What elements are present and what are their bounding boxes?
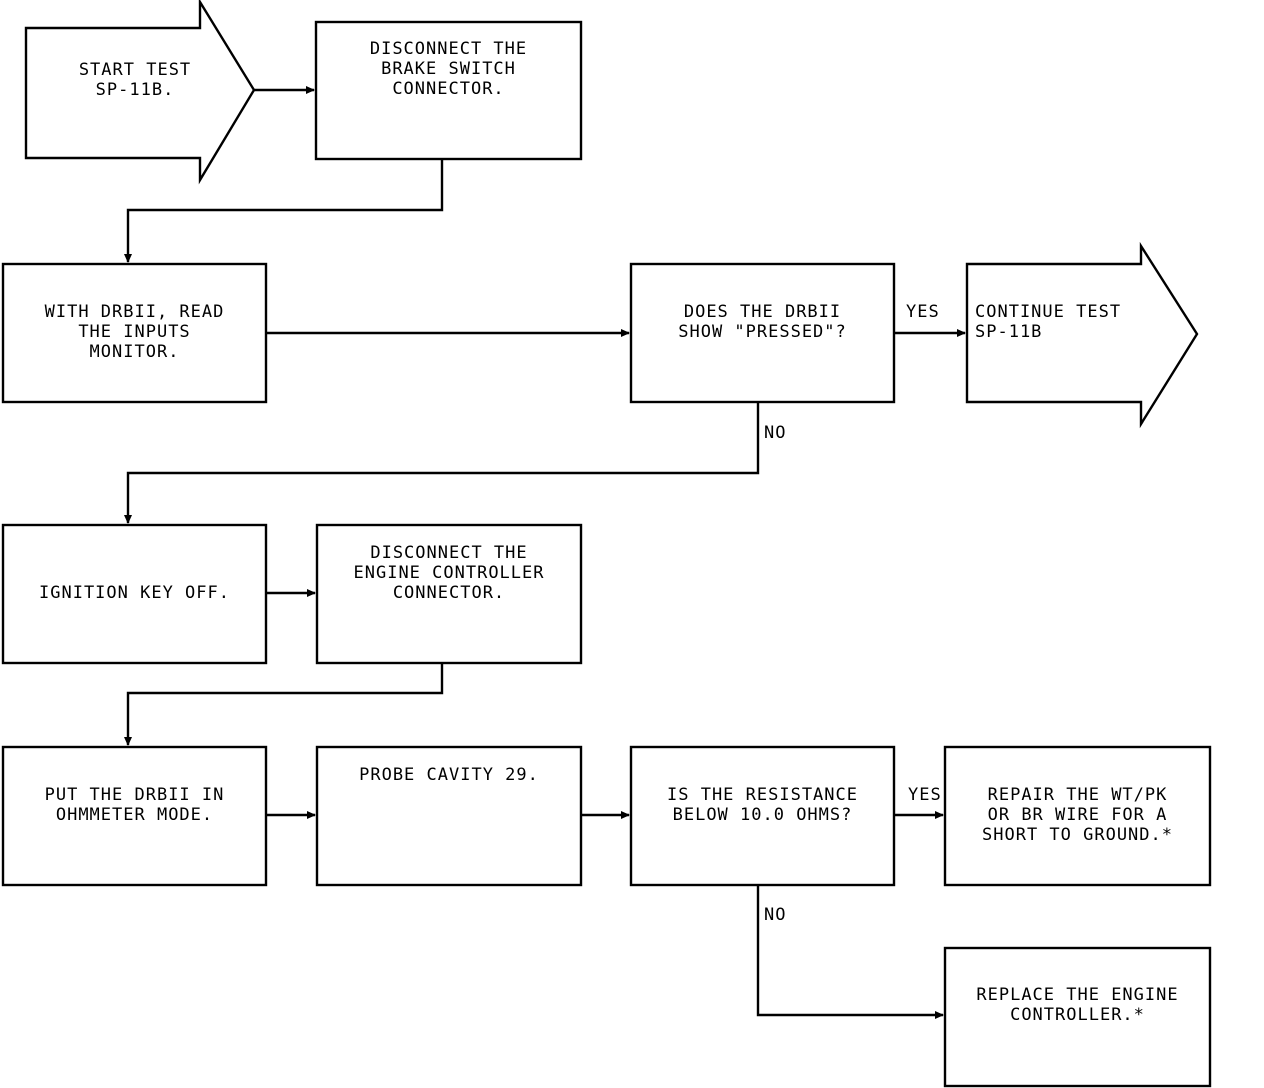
text-line: MONITOR. <box>89 342 180 362</box>
text-line: DOES THE DRBII <box>683 302 842 322</box>
no-label-resistance: NO <box>764 905 787 925</box>
connector-disconnect-engine-to-ohmmeter <box>124 663 444 746</box>
yes-label-pressed: YES <box>906 302 940 322</box>
read-inputs-box <box>1 262 268 404</box>
replace-box <box>943 946 1212 1088</box>
connector-disconnect-brake-to-read-inputs <box>124 159 444 263</box>
text-line: WITH DRBII, READ <box>44 302 225 322</box>
probe-label: PROBE CAVITY 29. <box>317 765 581 785</box>
text-line: OHMMETER MODE. <box>55 805 214 825</box>
text-line: DISCONNECT THE <box>369 39 528 59</box>
disconnect-engine-box <box>315 523 583 665</box>
text-line: PUT THE DRBII IN <box>44 785 225 805</box>
text-line: BRAKE SWITCH <box>381 59 516 79</box>
connector-resistance-no-to-replace <box>756 885 944 1019</box>
text-line: BELOW 10.0 OHMS? <box>672 805 853 825</box>
no-label-pressed: NO <box>764 423 787 443</box>
resistance-question-box <box>629 745 896 887</box>
connector-pressed-no-to-ignition-off <box>124 402 760 524</box>
text-line: PROBE CAVITY 29. <box>359 765 539 785</box>
probe-box <box>315 745 583 887</box>
text-line: CONTROLLER.* <box>1010 1005 1145 1025</box>
ignition-off-label: IGNITION KEY OFF. <box>3 583 266 603</box>
text-line: IGNITION KEY OFF. <box>39 583 230 603</box>
text-line: CONNECTOR. <box>392 583 506 603</box>
text-line: ENGINE CONTROLLER <box>353 563 545 583</box>
text-line: REPAIR THE WT/PK <box>987 785 1168 805</box>
text-line: SP-11B. <box>95 80 175 100</box>
yes-label-resistance: YES <box>908 785 942 805</box>
text-line: SP-11B <box>975 322 1043 342</box>
text-line: START TEST <box>78 60 192 80</box>
text-line: CONTINUE TEST <box>975 302 1122 322</box>
text-line: REPLACE THE ENGINE <box>976 985 1179 1005</box>
text-line: THE INPUTS <box>78 322 191 342</box>
text-line: IS THE RESISTANCE <box>667 785 858 805</box>
text-line: CONNECTOR. <box>392 79 505 99</box>
start-arrow-shape <box>24 0 256 185</box>
disconnect-brake-box <box>314 20 583 161</box>
continue-arrow-shape <box>965 241 1199 429</box>
repair-box <box>943 745 1212 887</box>
text-line: SHOW "PRESSED"? <box>678 322 847 342</box>
text-line: DISCONNECT THE <box>370 543 528 563</box>
text-line: OR BR WIRE FOR A <box>987 805 1168 825</box>
text-line: SHORT TO GROUND.* <box>982 825 1173 845</box>
